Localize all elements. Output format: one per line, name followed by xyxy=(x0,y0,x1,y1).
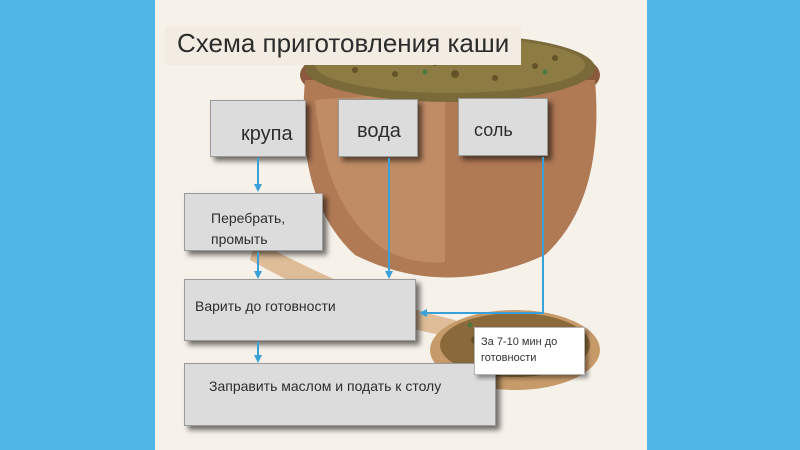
varit-label: Варить до готовности xyxy=(195,298,336,314)
timing-note-line-2: готовности xyxy=(481,352,537,364)
perebrat-box: Перебрать, промыть xyxy=(184,193,323,251)
diagram-title: Схема приготовления каши xyxy=(165,26,522,65)
perebrat-line-2: промыть xyxy=(211,231,268,247)
sol-label: соль xyxy=(474,120,513,140)
voda-label: вода xyxy=(357,120,401,142)
timing-note: За 7-10 мин до готовности xyxy=(474,327,585,375)
sol-box: соль xyxy=(458,98,548,156)
voda-box: вода xyxy=(338,99,418,157)
timing-note-line-1: За 7-10 мин до xyxy=(481,336,558,348)
krupa-label: крупа xyxy=(241,123,293,145)
perebrat-text: Перебрать, промыть xyxy=(211,208,322,250)
zapravit-box: Заправить маслом и подать к столу xyxy=(184,363,496,426)
varit-box: Варить до готовности xyxy=(184,279,416,341)
krupa-box: крупа xyxy=(210,100,306,157)
perebrat-line-1: Перебрать, xyxy=(211,210,286,226)
zapravit-label: Заправить маслом и подать к столу xyxy=(209,378,442,394)
